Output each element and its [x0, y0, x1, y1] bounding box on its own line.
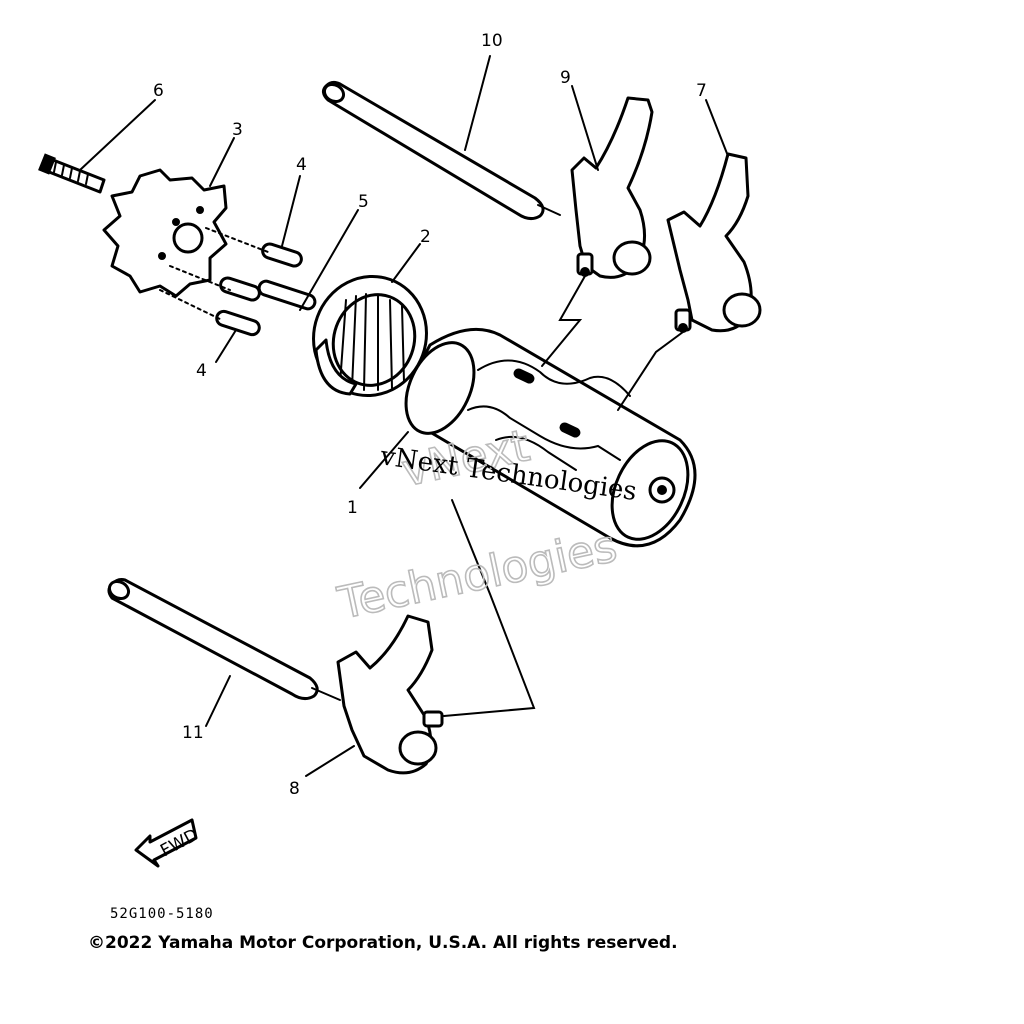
callout-4-upper: 4	[296, 155, 307, 175]
callout-10: 10	[481, 31, 503, 51]
callout-3: 3	[232, 120, 243, 140]
callout-2: 2	[420, 227, 431, 247]
callout-4-lower: 4	[196, 361, 207, 381]
pin-4-upper	[261, 242, 303, 268]
callout-8: 8	[289, 779, 300, 799]
diagram-code: 52G100-5180	[110, 906, 214, 922]
callout-1: 1	[347, 498, 358, 518]
pin-extra	[219, 276, 261, 302]
fwd-arrow-icon: FWD	[134, 818, 202, 868]
pin-4-lower	[215, 309, 261, 337]
watermark-outline-bottom: Technologies	[333, 521, 621, 630]
shift-fork-9	[570, 96, 654, 279]
pin-5	[257, 279, 317, 311]
callout-5: 5	[358, 192, 369, 212]
callout-7: 7	[696, 81, 707, 101]
shift-shaft-11	[107, 578, 341, 701]
shift-fork-8	[336, 614, 444, 775]
callout-9: 9	[560, 68, 571, 88]
screw-6	[38, 153, 106, 194]
copyright-notice: ©2022 Yamaha Motor Corporation, U.S.A. A…	[88, 933, 678, 953]
bearing-2	[312, 274, 428, 398]
shift-fork-7	[666, 152, 762, 333]
callout-6: 6	[153, 81, 164, 101]
pin-guides	[159, 227, 269, 321]
callout-11: 11	[182, 723, 204, 743]
callout-labels: 1 2 3 4 4 5 6 7 8 9 10 11	[153, 31, 707, 799]
segment-plate-3	[102, 168, 228, 298]
shift-shaft-10	[321, 80, 561, 221]
leader-lines	[79, 55, 729, 777]
shift-drum-1	[404, 327, 697, 548]
